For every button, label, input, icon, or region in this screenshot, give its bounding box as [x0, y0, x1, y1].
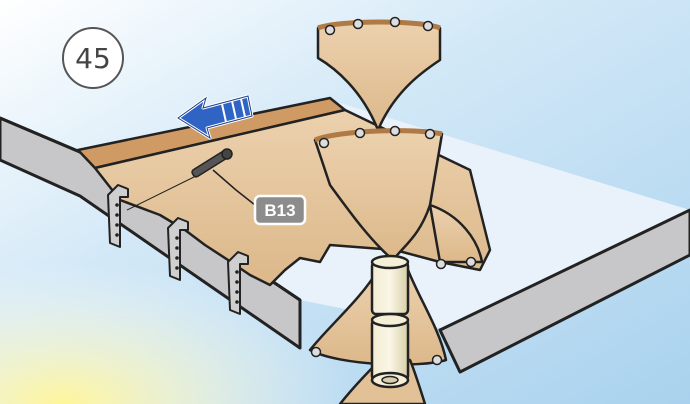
screw-icon: [356, 129, 365, 138]
center-pillar: [372, 256, 408, 387]
screw-icon: [433, 356, 442, 365]
screw-icon: [467, 258, 476, 267]
screw-icon: [354, 20, 363, 29]
step-number: 45: [75, 42, 111, 75]
screw-icon: [320, 139, 329, 148]
screw-icon: [391, 18, 400, 27]
screw-icon: [437, 260, 446, 269]
screw-icon: [326, 26, 335, 35]
step-badge: 45: [63, 28, 123, 88]
screw-icon: [391, 127, 400, 136]
part-label-text: B13: [264, 201, 295, 220]
part-label: B13: [255, 196, 305, 224]
screw-icon: [424, 22, 433, 31]
screw-icon: [312, 348, 321, 357]
screw-icon: [426, 130, 435, 139]
